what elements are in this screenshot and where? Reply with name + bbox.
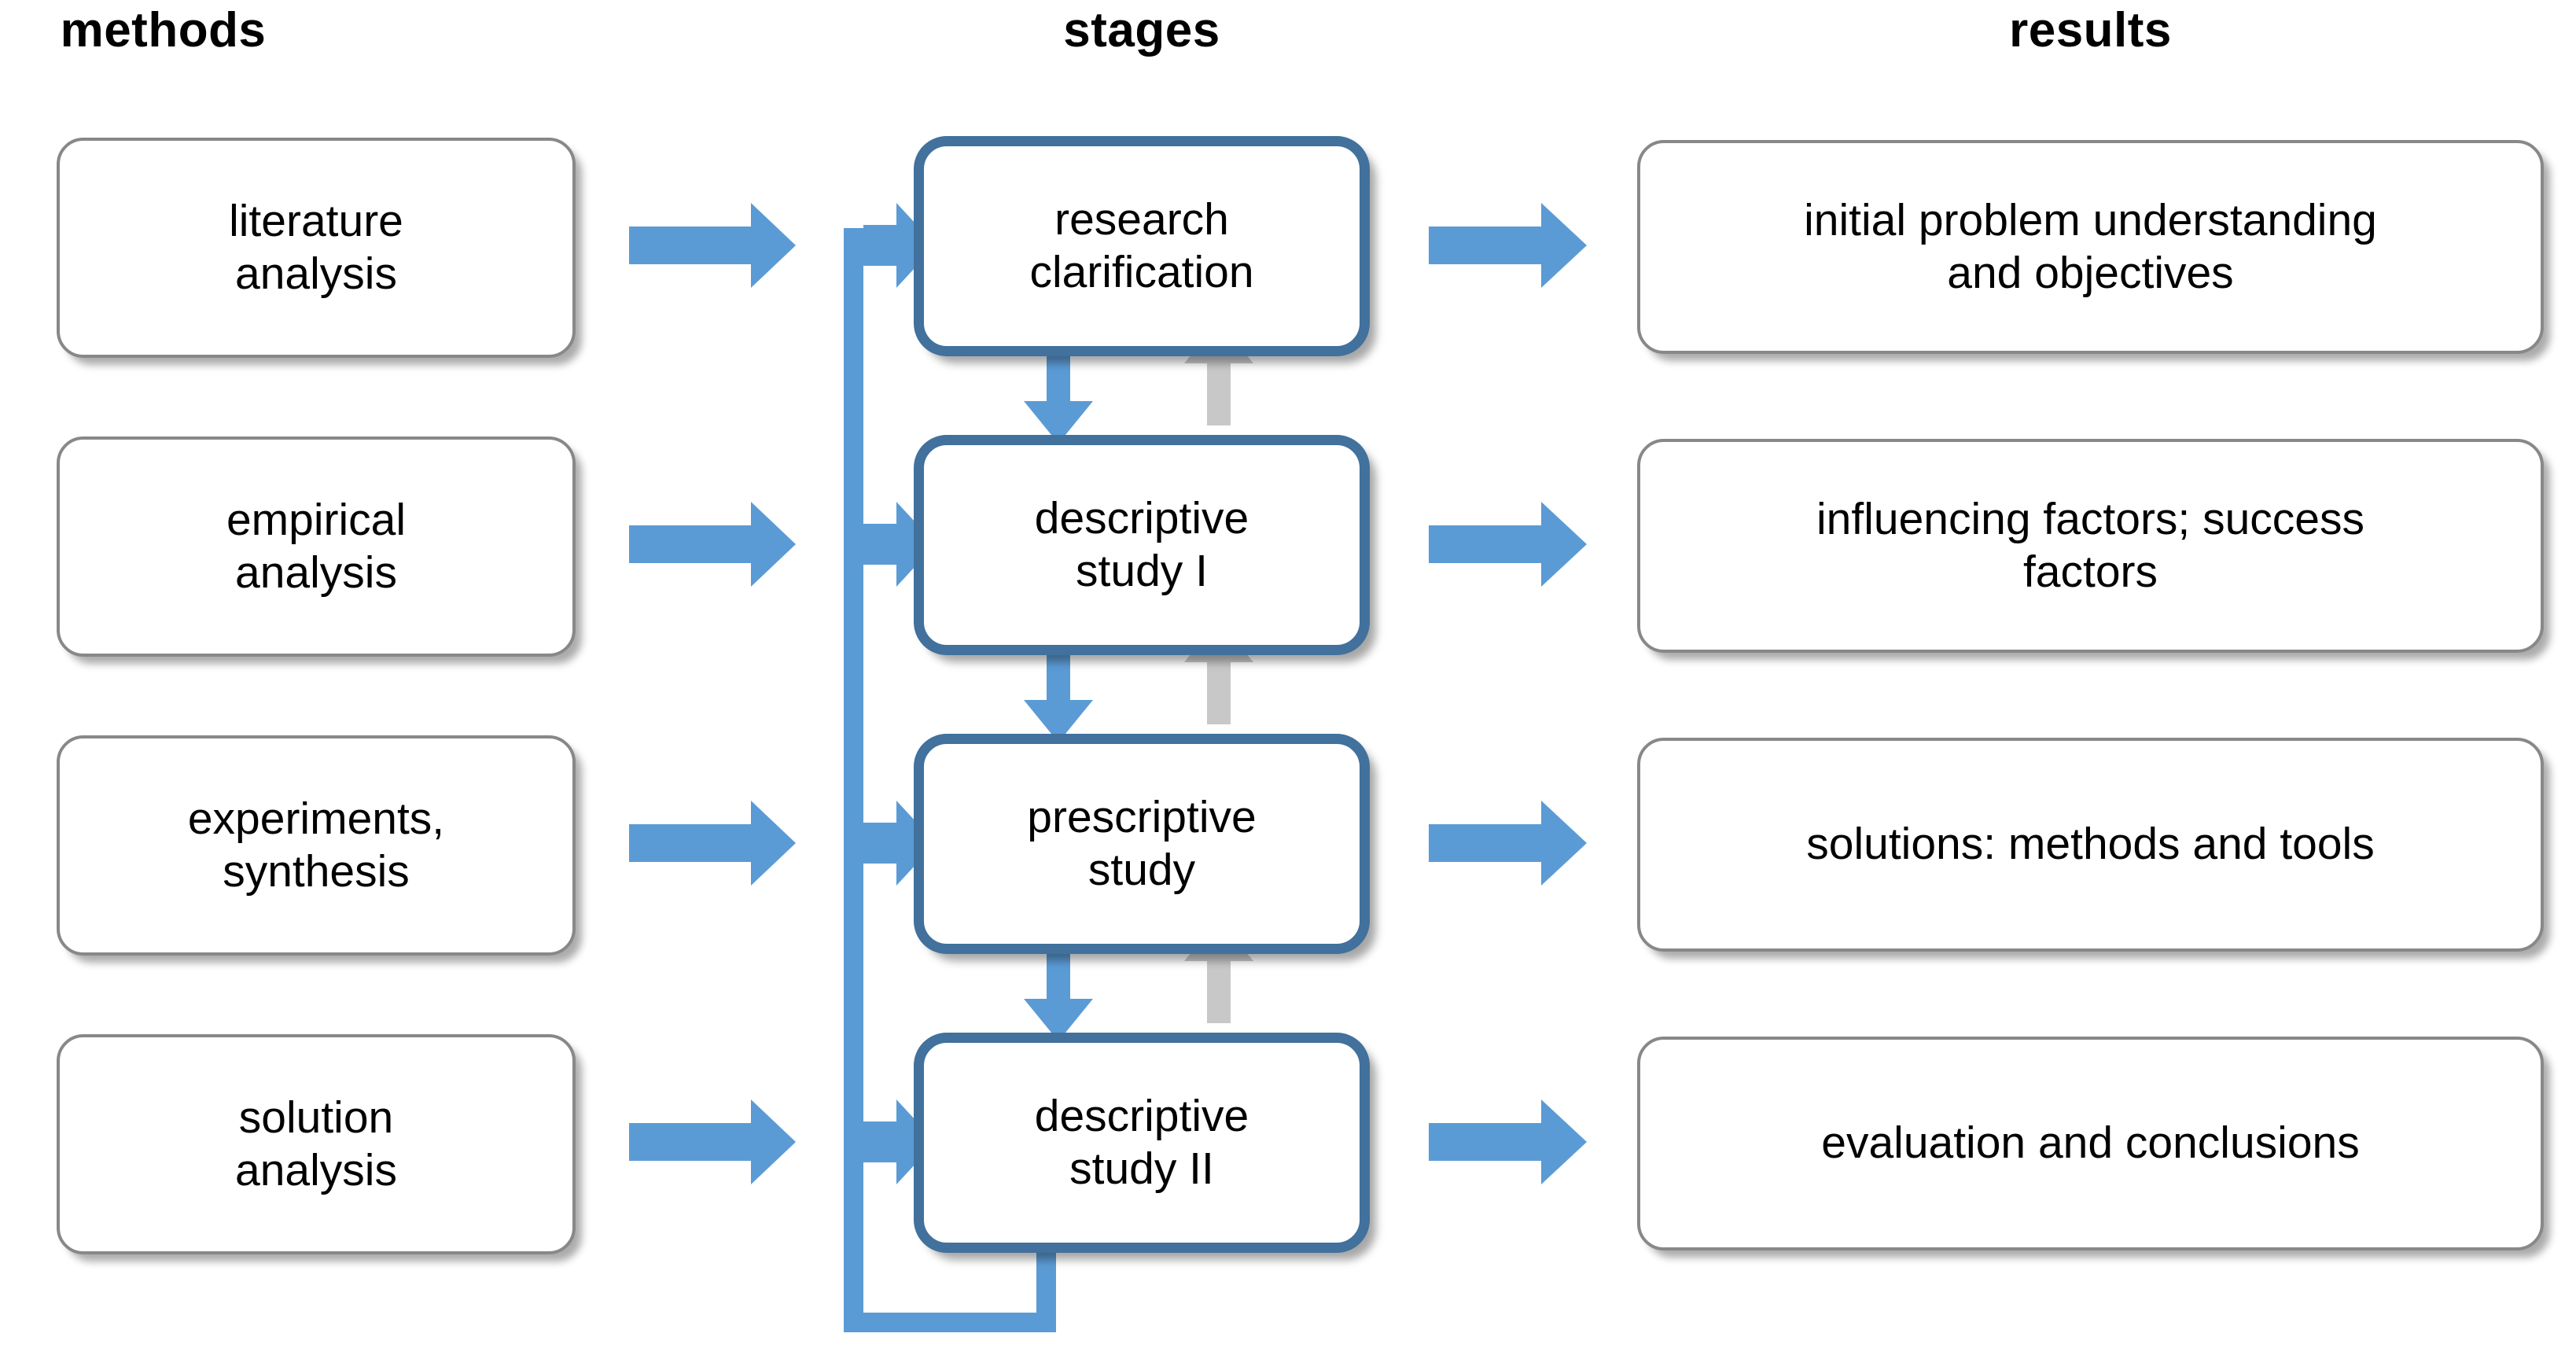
forward-arrow-2-to-3 xyxy=(1024,651,1093,742)
column-header-results: results xyxy=(2009,3,2172,57)
result-arrow-row-2 xyxy=(1429,502,1587,587)
trunk-branch-arrow-row-2 xyxy=(863,502,936,587)
stage-label-row-3: prescriptive study xyxy=(1027,791,1257,895)
result-arrow-row-4 xyxy=(1429,1099,1587,1184)
method-arrow-row-1 xyxy=(629,203,796,288)
trunk-branch-arrow-row-1 xyxy=(863,203,936,288)
method-arrows-group xyxy=(629,203,796,1184)
method-label-row-3: experiments, synthesis xyxy=(187,793,445,897)
stage-box-descriptive-study-i[interactable]: descriptive study I xyxy=(914,435,1370,655)
method-box-row-4[interactable]: solution analysis xyxy=(57,1034,576,1254)
forward-arrow-1-to-2 xyxy=(1024,352,1093,444)
method-box-row-1[interactable]: literature analysis xyxy=(57,138,576,358)
stage-label-row-1: research clarification xyxy=(1029,193,1254,297)
result-label-row-1: initial problem understanding and object… xyxy=(1804,194,2377,298)
trunk-branch-arrow-row-4 xyxy=(863,1099,936,1184)
result-box-row-2[interactable]: influencing factors; success factors xyxy=(1637,439,2544,653)
stage-label-row-4: descriptive study II xyxy=(1034,1090,1249,1194)
result-box-row-1[interactable]: initial problem understanding and object… xyxy=(1637,140,2544,354)
result-arrow-row-1 xyxy=(1429,203,1587,288)
trunk-distribution-connector xyxy=(844,203,1056,1332)
method-arrow-row-4 xyxy=(629,1099,796,1184)
result-label-row-2: influencing factors; success factors xyxy=(1816,493,2364,597)
trunk-vertical-line xyxy=(844,228,863,1332)
result-arrow-row-3 xyxy=(1429,801,1587,886)
method-label-row-2: empirical analysis xyxy=(226,494,407,598)
method-arrow-row-2 xyxy=(629,502,796,587)
result-label-row-3: solutions: methods and tools xyxy=(1806,819,2375,870)
stage-box-prescriptive-study[interactable]: prescriptive study xyxy=(914,734,1370,954)
method-arrow-row-3 xyxy=(629,801,796,886)
method-label-row-4: solution analysis xyxy=(235,1092,397,1195)
trunk-bottom-return xyxy=(844,1313,1056,1332)
method-box-row-2[interactable]: empirical analysis xyxy=(57,436,576,657)
column-header-methods: methods xyxy=(60,3,267,57)
method-box-row-3[interactable]: experiments, synthesis xyxy=(57,735,576,956)
stage-box-descriptive-study-ii[interactable]: descriptive study II xyxy=(914,1033,1370,1253)
result-label-row-4: evaluation and conclusions xyxy=(1821,1118,2360,1169)
method-label-row-1: literature analysis xyxy=(229,195,403,299)
forward-arrows-group xyxy=(1024,352,1093,1041)
result-arrows-group xyxy=(1429,203,1587,1184)
forward-arrow-3-to-4 xyxy=(1024,950,1093,1041)
stage-box-research-clarification[interactable]: research clarification xyxy=(914,136,1370,356)
result-box-row-4[interactable]: evaluation and conclusions xyxy=(1637,1037,2544,1250)
column-header-stages: stages xyxy=(1063,3,1220,57)
result-box-row-3[interactable]: solutions: methods and tools xyxy=(1637,738,2544,952)
trunk-branch-arrow-row-3 xyxy=(863,801,936,886)
stage-label-row-2: descriptive study I xyxy=(1034,492,1249,596)
